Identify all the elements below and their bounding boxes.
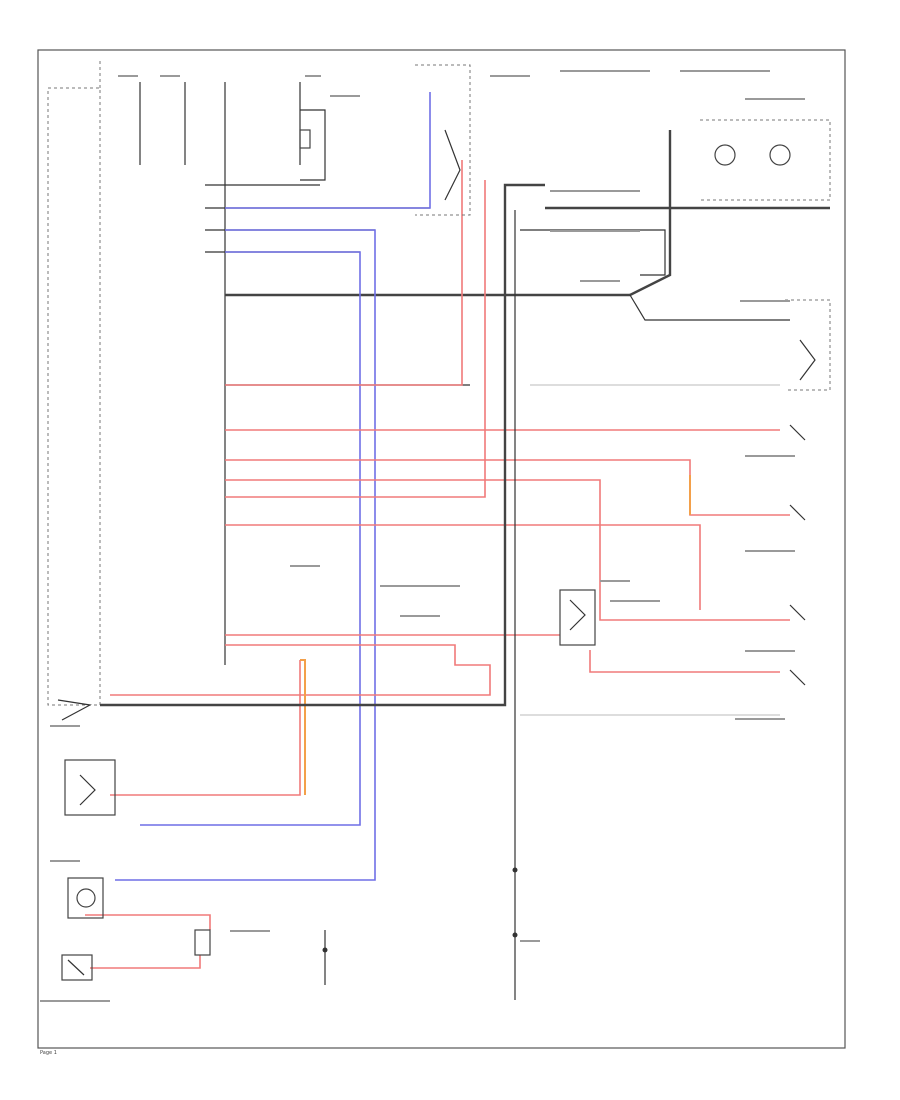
red-wires: [85, 160, 790, 969]
center-relay: [559, 589, 596, 646]
right-components: [520, 119, 831, 716]
bottom-feed: [322, 210, 518, 1000]
page-footer: Page 1: [40, 1050, 57, 1056]
ground-return: [100, 183, 545, 707]
fuse-group: [139, 82, 326, 181]
lower-left-components: [61, 759, 211, 981]
diagram-frame: [37, 49, 846, 1049]
orange-wires: [300, 475, 691, 795]
label-marks: [40, 70, 805, 1002]
top-switch: [415, 64, 471, 216]
black-feeders: [205, 184, 630, 386]
left-control-module: [47, 60, 101, 721]
blue-wires: [115, 92, 431, 881]
